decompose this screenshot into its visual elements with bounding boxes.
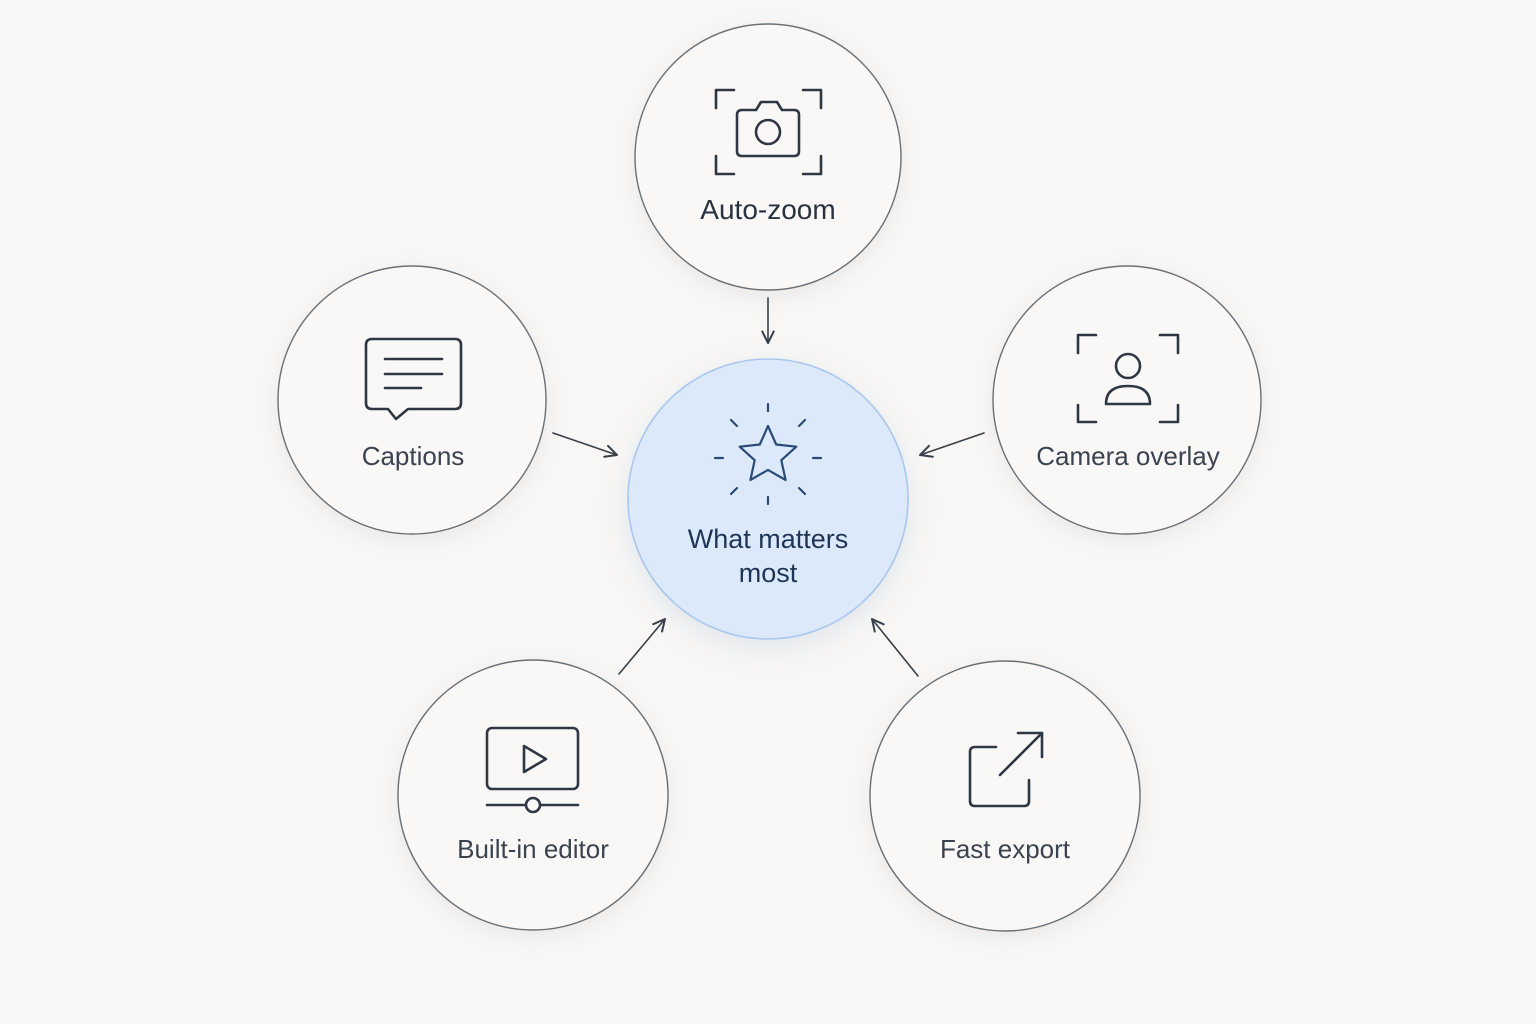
arrow-fast-export (870, 617, 919, 677)
arrow-built-in-editor (618, 617, 667, 675)
node-circle (869, 660, 1141, 932)
camera-focus-icon (714, 88, 823, 176)
speech-bubble-icon (364, 337, 463, 421)
node-circle (992, 265, 1262, 535)
center-label-line1: What matters (688, 524, 849, 554)
arrow-camera-overlay (918, 432, 985, 458)
node-circle (397, 659, 669, 931)
node-fast-export: Fast export (869, 660, 1141, 932)
center-label-line2: most (739, 558, 798, 588)
node-label-captions: Captions (362, 441, 465, 471)
node-built-in-editor: Built-in editor (397, 659, 669, 931)
connector-arrows (552, 297, 985, 677)
export-arrow-icon (968, 731, 1044, 808)
arrow-captions (552, 432, 619, 458)
node-label-auto-zoom: Auto-zoom (700, 194, 835, 225)
node-circle (277, 265, 547, 535)
center-hub: What matters most (627, 358, 909, 640)
node-camera-overlay: Camera overlay (992, 265, 1262, 535)
node-auto-zoom: Auto-zoom (634, 23, 902, 291)
person-focus-icon (1076, 333, 1180, 424)
node-label-camera-overlay: Camera overlay (1036, 441, 1220, 471)
video-player-icon (485, 726, 580, 814)
node-captions: Captions (277, 265, 547, 535)
node-label-fast-export: Fast export (940, 834, 1071, 864)
node-label-built-in-editor: Built-in editor (457, 834, 609, 864)
star-icon (713, 402, 823, 506)
